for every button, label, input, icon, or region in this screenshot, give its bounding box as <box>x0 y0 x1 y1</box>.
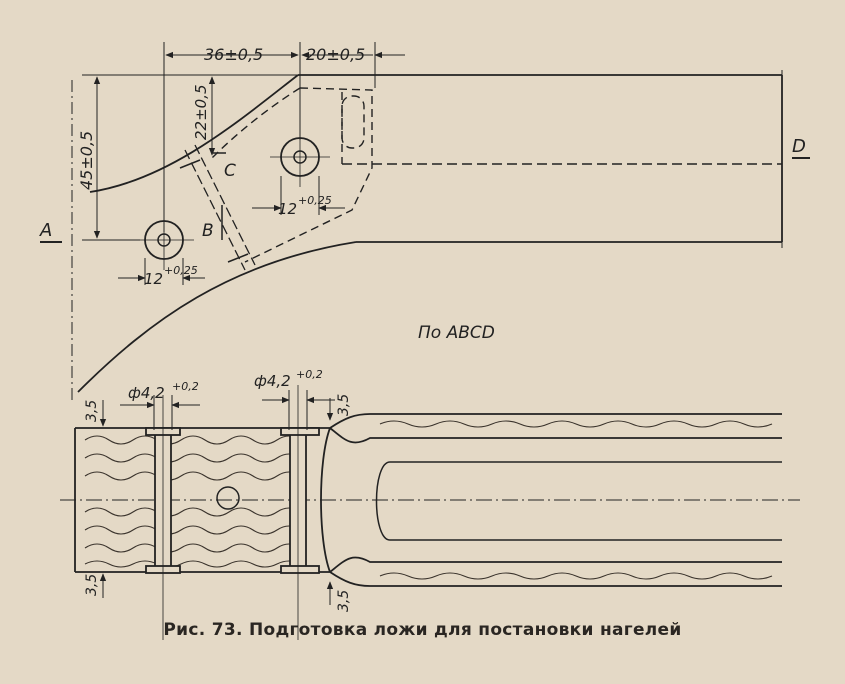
dim-thick-top-left: 3,5 <box>84 400 100 422</box>
label-c: C <box>224 161 236 181</box>
stock-upper-curve <box>89 74 299 193</box>
dim-thick-bot-left: 3,5 <box>84 574 100 596</box>
figure-caption: Рис. 73. Подготовка ложи для постановки … <box>163 620 682 640</box>
dim-hole-lower-tol: +0,25 <box>164 264 198 277</box>
dim-pin-right-tol: +0,2 <box>296 368 323 381</box>
label-a: A <box>39 220 52 241</box>
dim-hole-upper-tol: +0,25 <box>298 194 332 207</box>
label-d: D <box>792 136 806 157</box>
dim-hole-lower: 12 <box>144 270 163 288</box>
section-cut-line <box>184 144 256 271</box>
dimension-lines-section <box>78 390 335 605</box>
section-center-hole <box>216 486 240 510</box>
section-view <box>74 413 782 587</box>
dim-36: 36±0,5 <box>204 45 263 64</box>
stock-lower-curve <box>77 241 357 393</box>
dim-20: 20±0,5 <box>306 45 365 64</box>
section-outer-bottom <box>75 571 782 587</box>
pin-left <box>145 395 181 640</box>
section-inner-bottom <box>329 556 782 573</box>
section-note: По ABCD <box>418 323 495 343</box>
dim-thick-bot-right: 3,5 <box>336 590 352 612</box>
dim-pin-left-tol: +0,2 <box>172 380 199 393</box>
dim-45: 45±0,5 <box>77 131 96 190</box>
section-inner-top <box>329 427 782 444</box>
dim-hole-upper: 12 <box>278 200 297 218</box>
dimension-lines-top <box>82 42 783 285</box>
pin-right <box>280 385 320 640</box>
wood-grain <box>84 420 773 580</box>
dim-pin-right: ф4,2 <box>254 372 291 390</box>
top-view <box>71 74 783 400</box>
label-b: B <box>202 221 214 241</box>
section-channel-inner <box>375 461 782 541</box>
dim-22: 22±0,5 <box>192 84 210 140</box>
hidden-recess <box>211 87 373 263</box>
dim-thick-top-right: 3,5 <box>336 394 352 416</box>
dim-pin-left: ф4,2 <box>128 384 165 402</box>
